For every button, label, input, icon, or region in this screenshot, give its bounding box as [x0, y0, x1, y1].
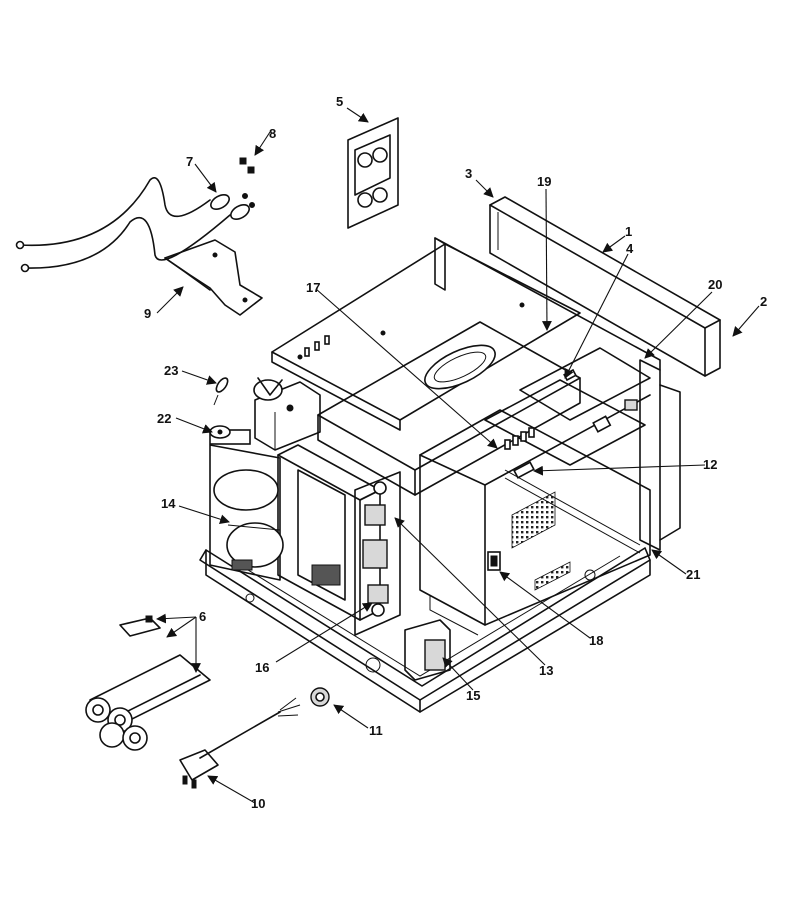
callout-16: 16 — [255, 660, 269, 675]
control-panel-trim — [489, 196, 721, 377]
callout-3: 3 — [465, 166, 472, 181]
callout-12: 12 — [703, 457, 717, 472]
thermal-fuse — [213, 377, 229, 406]
power-cord — [179, 697, 301, 789]
callout-5: 5 — [336, 94, 343, 109]
door-switch — [487, 551, 501, 571]
screw-row — [304, 335, 330, 357]
fan-motor — [209, 377, 321, 451]
control-board — [484, 347, 651, 466]
screw — [239, 157, 255, 174]
terminal-block — [513, 461, 535, 479]
callout-labels: 1 2 3 4 5 6 7 8 9 10 11 12 13 14 15 16 1… — [144, 94, 767, 811]
callout-19: 19 — [537, 174, 551, 189]
low-voltage-transformer — [404, 619, 451, 681]
hv-transformer — [209, 444, 284, 581]
cavity-housing — [419, 394, 651, 636]
callout-7: 7 — [186, 154, 193, 169]
transformer-frame — [277, 444, 387, 621]
callout-14: 14 — [161, 496, 176, 511]
relay-row — [504, 427, 535, 450]
capacitor-assembly — [85, 615, 211, 751]
callout-6: 6 — [199, 609, 206, 624]
interlock-switch-bracket — [354, 471, 401, 636]
callout-8: 8 — [269, 126, 276, 141]
callout-10: 10 — [251, 796, 265, 811]
hinge-bracket — [347, 117, 399, 229]
top-cover-panel — [271, 237, 661, 431]
callout-2: 2 — [760, 294, 767, 309]
callout-1: 1 — [625, 224, 632, 239]
callout-18: 18 — [589, 633, 603, 648]
callout-15: 15 — [466, 688, 480, 703]
callout-22: 22 — [157, 411, 171, 426]
callout-4: 4 — [626, 241, 634, 256]
callout-23: 23 — [164, 363, 178, 378]
leader-lines — [156, 107, 760, 804]
grommet — [310, 687, 330, 707]
callout-21: 21 — [686, 567, 700, 582]
callout-13: 13 — [539, 663, 553, 678]
callout-11: 11 — [369, 723, 383, 738]
callout-17: 17 — [306, 280, 320, 295]
mounting-bracket — [164, 239, 263, 316]
thermostat — [209, 425, 231, 439]
waveguide-cover — [317, 321, 581, 496]
wire-harness — [15, 177, 255, 273]
oven-base-frame — [199, 547, 651, 713]
callout-9: 9 — [144, 306, 151, 321]
callout-20: 20 — [708, 277, 722, 292]
